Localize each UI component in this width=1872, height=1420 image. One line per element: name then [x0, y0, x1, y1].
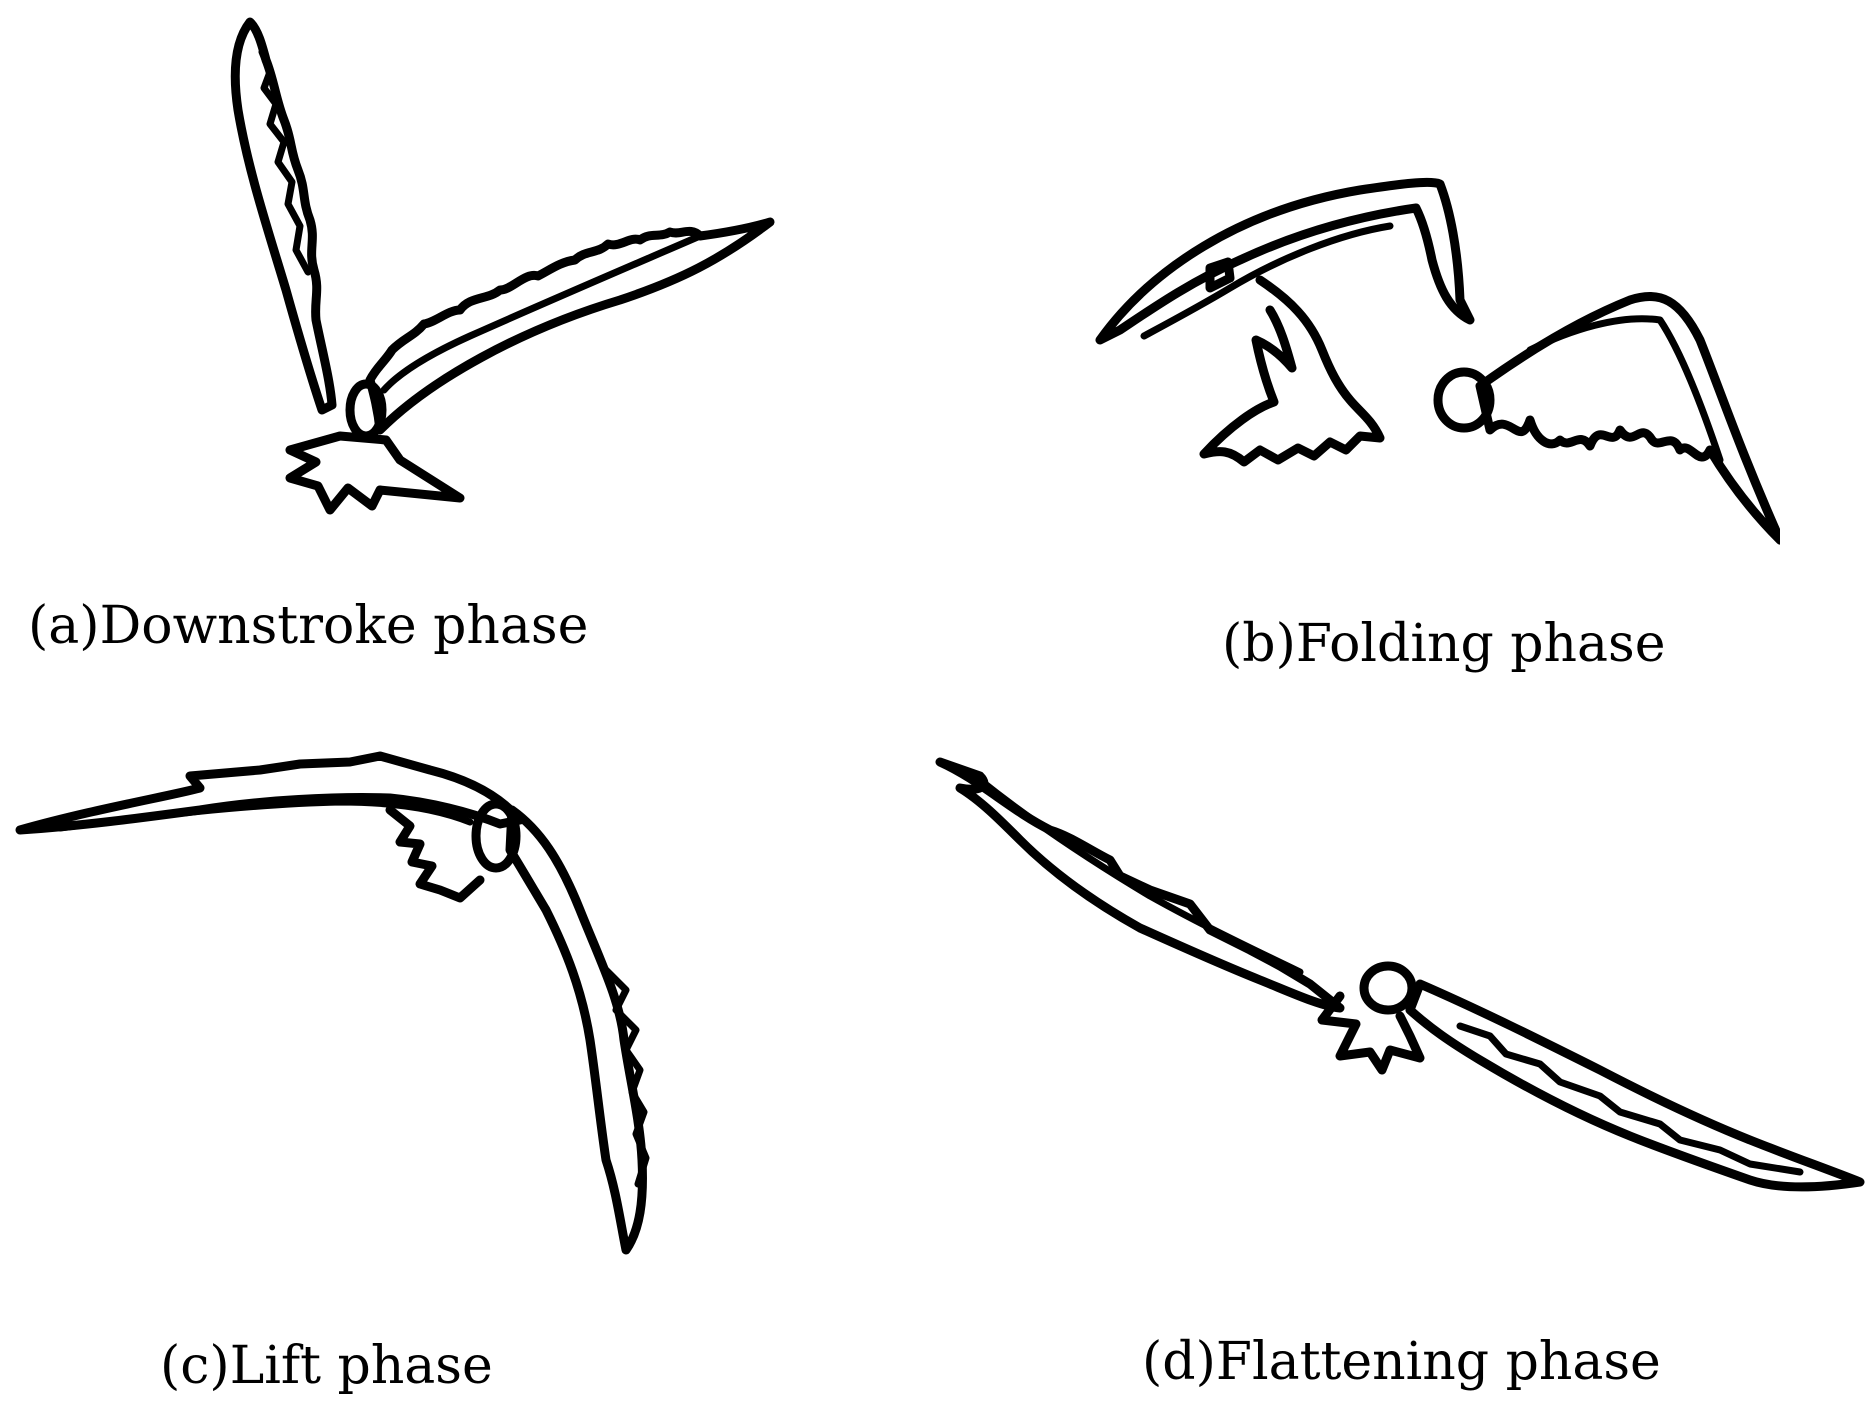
- panel-a-caption: (a)Downstroke phase: [28, 596, 589, 656]
- panel-c-caption: (c)Lift phase: [160, 1336, 493, 1396]
- bird-flattening-drawing: [935, 757, 1865, 1192]
- panel-b-caption: (b)Folding phase: [1222, 614, 1666, 674]
- bird-downstroke-drawing: [230, 17, 775, 515]
- panel-d-caption: (d)Flattening phase: [1142, 1332, 1661, 1392]
- bird-folding-drawing: [1095, 177, 1780, 545]
- bird-lift-drawing: [15, 751, 650, 1255]
